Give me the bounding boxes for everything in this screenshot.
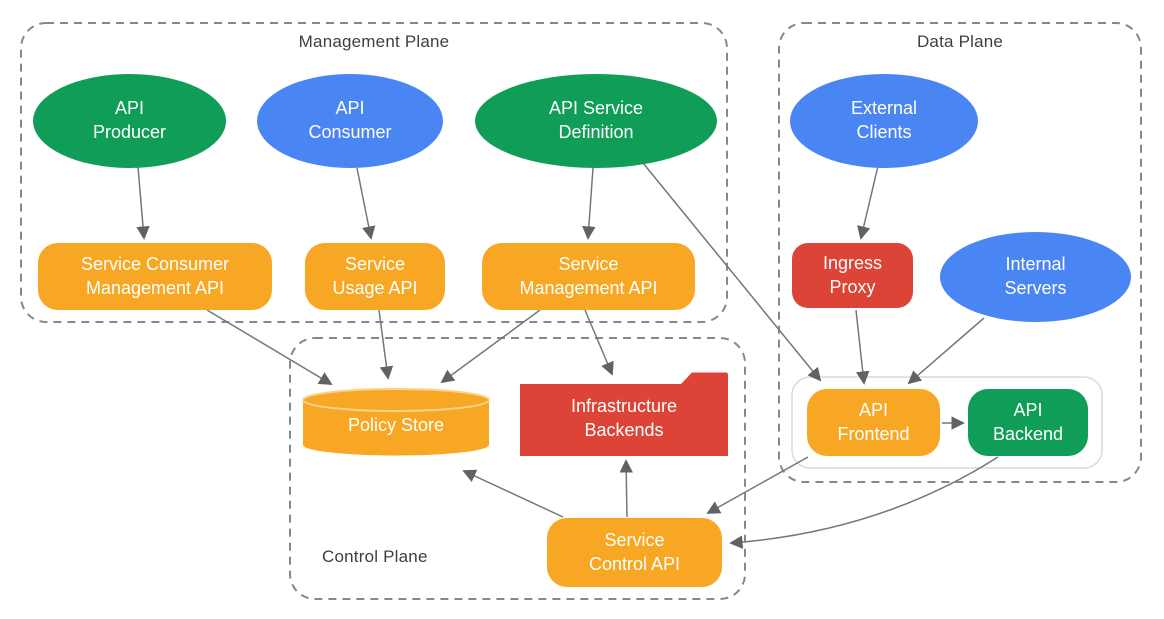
node-service-control-api: Service Control API [547,518,722,587]
edge-service-definition-to-api-frontend [642,162,822,382]
edge-api-frontend-to-service-control-api [706,456,809,514]
node-external-clients: External Clients [790,74,978,168]
node-api-frontend: API Frontend [807,389,940,456]
node-service-usage-api: Service Usage API [305,243,445,310]
management-plane-label: Management Plane [298,32,450,51]
edge-service-control-api-to-infrastructure-backends [619,459,633,518]
edge-api-producer-to-scm-api [136,166,150,240]
edge-internal-servers-to-api-frontend [907,317,985,385]
cylinder-shape [302,388,490,456]
data-plane-label: Data Plane [916,32,1004,51]
control-plane-box [289,337,746,600]
policy-store-label: Policy Store [347,415,445,436]
node-ingress-proxy: Ingress Proxy [792,243,913,308]
node-api-backend: API Backend [968,389,1088,456]
node-service-management-api: Service Management API [482,243,695,310]
data-plane-box [778,22,1142,483]
node-policy-store: Policy Store [302,388,490,456]
node-service-consumer-management-api: Service Consumer Management API [38,243,272,310]
control-plane-label: Control Plane [322,547,428,566]
management-plane-box [20,22,728,323]
edge-ingress-proxy-to-api-frontend [855,309,870,385]
edge-external-clients-to-ingress-proxy [857,165,879,240]
folder-shape [520,372,728,456]
node-api-service-definition: API Service Definition [475,74,717,168]
edge-management-api-to-infrastructure-backends [584,309,614,376]
edge-management-api-to-policy-store [440,309,541,384]
node-api-consumer: API Consumer [257,74,443,168]
edge-service-definition-to-management-api [582,167,596,240]
node-internal-servers: Internal Servers [940,232,1131,322]
node-infrastructure-backends: Infrastructure Backends [520,371,728,456]
edge-api-backend-to-service-control-api [729,456,999,549]
infrastructure-backends-label: Infrastructure Backends [570,395,678,440]
edge-usage-api-to-policy-store [378,309,394,380]
edge-api-consumer-to-usage-api [356,167,376,240]
node-api-producer: API Producer [33,74,226,168]
edge-service-control-api-to-policy-store [462,469,564,518]
edge-scm-api-to-policy-store [206,309,333,385]
